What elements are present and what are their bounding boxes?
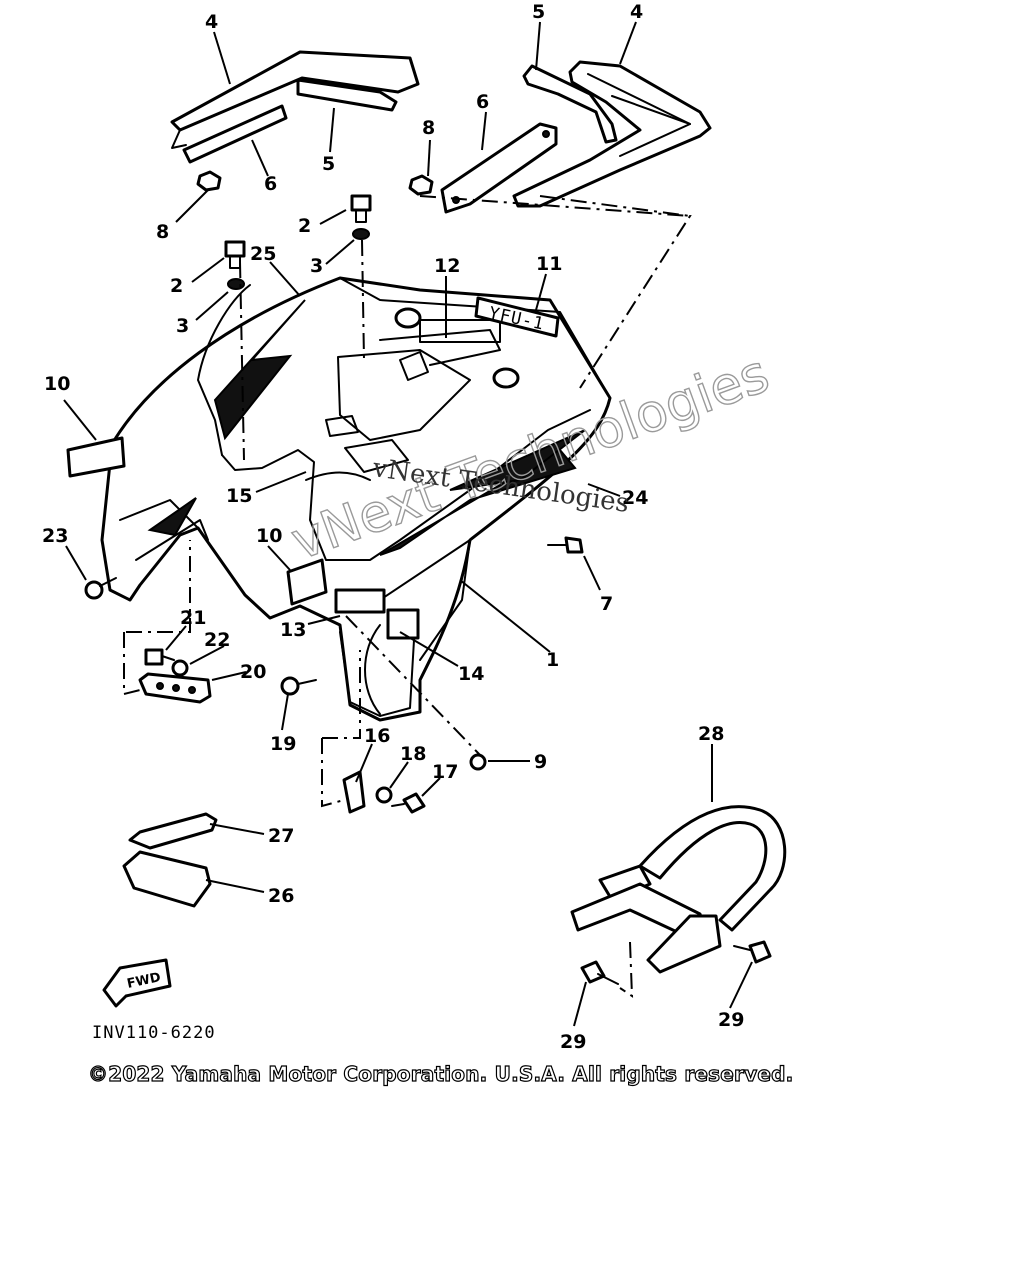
copyright-notice: ©2022 Yamaha Motor Corporation. U.S.A. A…: [87, 1061, 794, 1086]
figure-code: INV110-6220: [92, 1023, 216, 1043]
strap-27: [128, 812, 218, 850]
fwd-arrow-icon: FWD: [102, 958, 172, 1008]
callout-2: 2: [298, 215, 311, 237]
callout-8: 8: [422, 117, 435, 139]
washer-3-left: [227, 278, 245, 290]
callout-29: 29: [560, 1031, 586, 1053]
callout-4: 4: [630, 1, 643, 23]
callout-27: 27: [268, 825, 294, 847]
callout-28: 28: [698, 723, 724, 745]
callout-15: 15: [226, 485, 252, 507]
washer-3-right: [352, 228, 370, 240]
callout-9: 9: [534, 751, 547, 773]
callout-5: 5: [532, 1, 545, 23]
bracket-20: [138, 672, 212, 704]
fwd-label: FWD: [126, 970, 163, 992]
callout-21: 21: [180, 607, 206, 629]
callout-18: 18: [400, 743, 426, 765]
screw-7: [547, 536, 584, 554]
mudflap-26: [122, 850, 212, 908]
callout-20: 20: [240, 661, 266, 683]
callout-11: 11: [536, 253, 562, 275]
screw-9: [469, 753, 487, 771]
callout-17: 17: [432, 761, 458, 783]
stay-5-left: [296, 78, 398, 112]
callout-10: 10: [44, 373, 70, 395]
callout-6: 6: [476, 91, 489, 113]
callout-7: 7: [600, 593, 613, 615]
leader-lines: [63, 21, 753, 1027]
callout-2: 2: [170, 275, 183, 297]
callout-24: 24: [622, 487, 648, 509]
stay-5-right: [522, 64, 618, 144]
callout-23: 23: [42, 525, 68, 547]
screw-23: [84, 577, 117, 600]
bolt-21: [144, 648, 175, 666]
callout-25: 25: [250, 243, 276, 265]
stay-4-right: [512, 60, 712, 208]
callout-3: 3: [310, 255, 323, 277]
bracket-16: [342, 770, 366, 814]
callout-14: 14: [458, 663, 484, 685]
nut-22: [171, 659, 189, 677]
callout-1: 1: [546, 649, 559, 671]
callout-8: 8: [156, 221, 169, 243]
screw-19: [280, 676, 317, 696]
callout-19: 19: [270, 733, 296, 755]
callout-12: 12: [434, 255, 460, 277]
nut-18: [375, 786, 393, 804]
callout-22: 22: [204, 629, 230, 651]
bolt-29-right: [733, 940, 772, 964]
callout-10: 10: [256, 525, 282, 547]
bolt-29-left: [580, 960, 619, 985]
alignment-dash-lines: [123, 195, 692, 998]
callout-16: 16: [364, 725, 390, 747]
callout-4: 4: [205, 11, 218, 33]
callout-26: 26: [268, 885, 294, 907]
bolt-17: [391, 792, 426, 814]
stay-4-left: [170, 50, 420, 149]
callout-6: 6: [264, 173, 277, 195]
rear-fender-1: [100, 276, 612, 722]
bolt-2-left: [224, 240, 246, 269]
callout-labels: 4 5 4 6 8 6 5 8 2 3 25 2 3 12 11 10 15 2…: [42, 1, 744, 1053]
nut-8-left: [196, 170, 222, 192]
callout-13: 13: [280, 619, 306, 641]
nut-8-right: [408, 174, 434, 196]
decal-10-left: [66, 436, 126, 478]
grab-bar-28: [570, 805, 787, 974]
callout-29: 29: [718, 1009, 744, 1031]
callout-5: 5: [322, 153, 335, 175]
bolt-2-right: [350, 194, 372, 223]
callout-3: 3: [176, 315, 189, 337]
decal-10-fender: [286, 558, 328, 606]
stay-6-left: [182, 104, 288, 164]
